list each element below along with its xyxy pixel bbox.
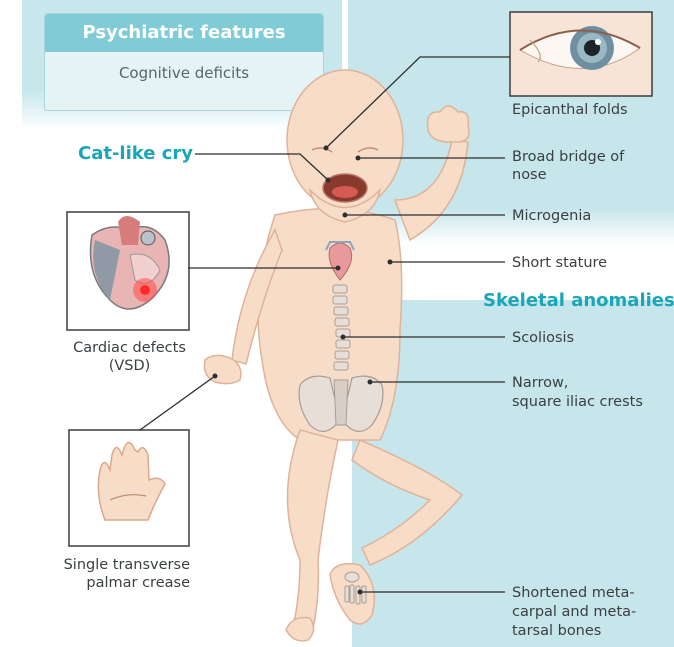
cardiac-defects-label-line2: (VSD) [57,357,202,375]
palmar-crease-label-line2: palmar crease [50,574,190,592]
scoliosis-label: Scoliosis [512,329,574,347]
shortened-bones-label-line1: Shortened meta- [512,584,635,602]
heart-inset [67,212,189,330]
broad-bridge-label-line2: nose [512,166,547,184]
eye-inset [510,12,652,96]
epicanthal-folds-label: Epicanthal folds [512,101,628,119]
broad-bridge-label-line1: Broad bridge of [512,148,624,166]
iliac-crests-label-line2: square iliac crests [512,393,643,411]
short-stature-label: Short stature [512,254,607,272]
cardiac-defects-label-line1: Cardiac defects [57,339,202,357]
shortened-bones-label-line3: tarsal bones [512,622,601,640]
shortened-bones-label-line2: carpal and meta- [512,603,636,621]
palmar-crease-label-line1: Single transverse [50,556,190,574]
iliac-crests-label-line1: Narrow, [512,374,568,392]
microgenia-label: Microgenia [512,207,591,225]
skeletal-anomalies-title: Skeletal anomalies [483,290,674,311]
cat-like-cry-label: Cat-like cry [78,143,193,164]
hand-inset [69,430,189,546]
